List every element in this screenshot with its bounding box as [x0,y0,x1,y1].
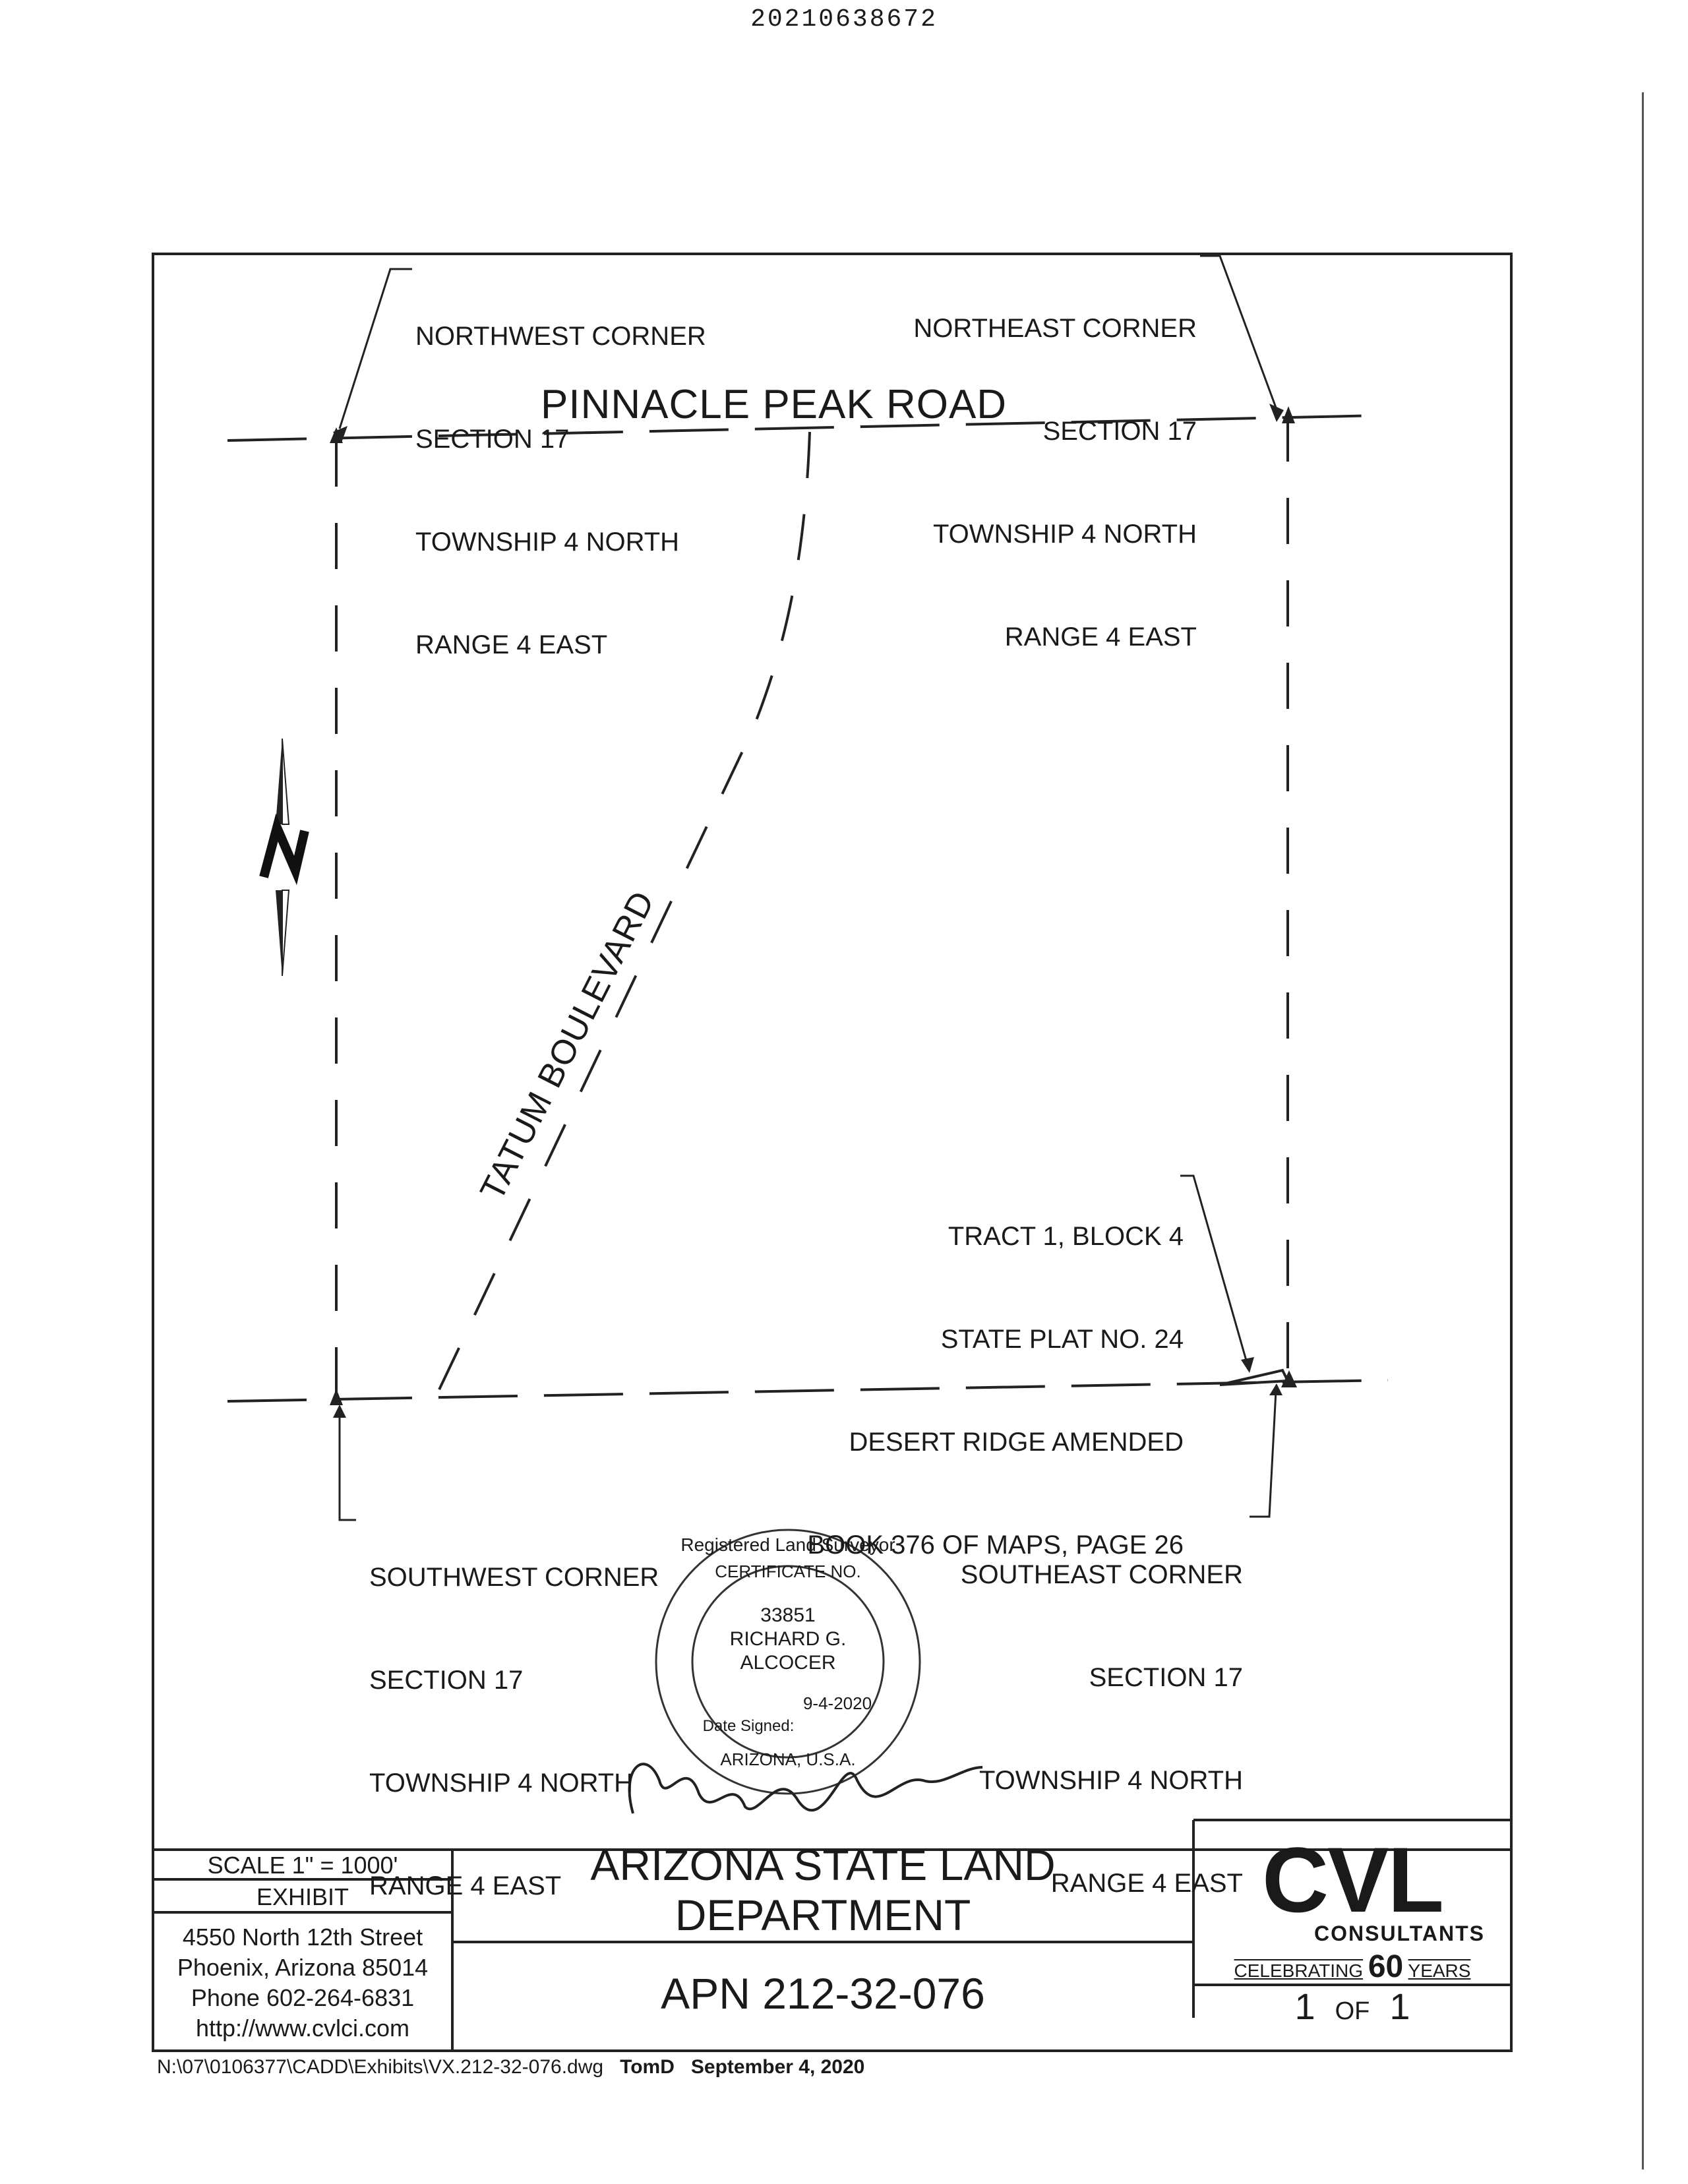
seal-date: 9-4-2020 [802,1693,872,1713]
tract-line-3: DESERT RIDGE AMENDED [849,1428,1184,1457]
northwest-corner-label: NORTHWEST CORNER SECTION 17 TOWNSHIP 4 N… [415,251,706,696]
northwest-corner-line-2: SECTION 17 [415,425,570,454]
apn-label: APN 212-32-076 [661,1969,985,2018]
logo-years-number: 60 [1368,1949,1404,1984]
seal-date-label: Date Signed: [702,1717,795,1735]
northeast-corner-line-4: RANGE 4 EAST [1004,622,1197,652]
address-street: 4550 North 12th Street [182,1924,423,1951]
address-phone: Phone 602-264-6831 [191,1984,415,2011]
page-number: 1 OF 1 [1193,1985,1511,2028]
northeast-corner-label: NORTHEAST CORNER SECTION 17 TOWNSHIP 4 N… [831,243,1197,688]
southeast-corner-line-3: TOWNSHIP 4 NORTH [979,1766,1243,1795]
logo-years-text: YEARS [1408,1960,1471,1981]
seal-name-line-2: ALCOCER [740,1652,836,1674]
page-current: 1 [1294,1986,1315,2027]
southwest-corner-line-3: TOWNSHIP 4 NORTH [369,1769,634,1798]
northwest-corner-line-3: TOWNSHIP 4 NORTH [415,528,680,557]
tract-parcel [1219,1368,1290,1386]
north-arrow-icon [259,738,309,977]
southeast-corner-label: SOUTHEAST CORNER SECTION 17 TOWNSHIP 4 N… [870,1489,1243,1935]
seal-number: 33851 [760,1604,816,1626]
exhibit-label: EXHIBIT [256,1883,349,1910]
agency-line-1: ARIZONA STATE LAND [590,1840,1056,1889]
northeast-corner-line-2: SECTION 17 [1042,417,1197,446]
logo-celebrating-text: CELEBRATING [1234,1960,1364,1981]
tract-label: TRACT 1, BLOCK 4 STATE PLAT NO. 24 DESER… [673,1151,1184,1596]
southwest-corner-line-4: RANGE 4 EAST [369,1871,562,1900]
southeast-corner-line-1: SOUTHEAST CORNER [960,1560,1243,1589]
surveyor-seal [655,1529,921,1795]
cvl-logo: CVL CONSULTANTS CELEBRATING 60 YEARS [1193,1827,1511,1985]
tract-line-2: STATE PLAT NO. 24 [940,1325,1184,1354]
pinnacle-peak-road-label: PINNACLE PEAK ROAD [541,382,1008,427]
page-of: OF [1335,1997,1370,2025]
leader-lines [338,255,1277,1521]
title-block-grid [153,1819,1511,2051]
scan-margin-line [1642,92,1644,2169]
southwest-corner-label: SOUTHWEST CORNER SECTION 17 TOWNSHIP 4 N… [369,1492,659,1937]
leader-arrowheads [333,404,1284,1418]
footer-file-path: N:\07\0106377\CADD\Exhibits\VX.212-32-07… [157,2056,604,2078]
seal-certificate-text: CERTIFICATE NO. [715,1562,861,1581]
tract-line-4: BOOK 376 OF MAPS, PAGE 26 [807,1531,1184,1560]
seal-bottom-text: ARIZONA, U.S.A. [720,1749,856,1769]
logo-name: CVL [1262,1828,1444,1931]
northwest-corner-line-4: RANGE 4 EAST [415,630,608,659]
footer-date: September 4, 2020 [690,2056,865,2078]
document-number: 20210638672 [750,5,938,34]
southeast-corner-line-4: RANGE 4 EAST [1050,1869,1243,1898]
northwest-corner-line-1: NORTHWEST CORNER [415,322,706,351]
footer-author: TomD [620,2056,675,2078]
south-section-line [227,1379,1389,1403]
logo-sub: CONSULTANTS [1313,1922,1485,1945]
north-section-line [227,414,1382,442]
address-city: Phoenix, Arizona 85014 [177,1954,429,1981]
agency-line-2: DEPARTMENT [675,1891,971,1939]
southeast-corner-line-2: SECTION 17 [1089,1663,1243,1692]
file-footer: N:\07\0106377\CADD\Exhibits\VX.212-32-07… [157,2056,864,2078]
sheet-border [152,253,1513,2052]
address-website: http://www.cvlci.com [195,2015,410,2042]
tract-line-1: TRACT 1, BLOCK 4 [948,1222,1184,1251]
page-total: 1 [1389,1986,1410,2027]
surveyor-signature [628,1763,983,1814]
seal-top-text: Registered Land Surveyor [680,1534,895,1555]
tatum-boulevard-line [434,431,811,1399]
logo-celebrating: CELEBRATING 60 YEARS [1193,1949,1511,1985]
seal-name-line-1: RICHARD G. [729,1628,847,1650]
northeast-corner-line-3: TOWNSHIP 4 NORTH [932,520,1197,549]
company-address: 4550 North 12th Street Phoenix, Arizona … [153,1922,452,2044]
southwest-corner-line-2: SECTION 17 [369,1666,524,1695]
scale-label: SCALE 1" = 1000' [207,1852,398,1879]
southwest-corner-line-1: SOUTHWEST CORNER [369,1563,659,1592]
northeast-corner-line-1: NORTHEAST CORNER [913,314,1197,343]
agency-name: ARIZONA STATE LAND DEPARTMENT [452,1840,1193,1940]
